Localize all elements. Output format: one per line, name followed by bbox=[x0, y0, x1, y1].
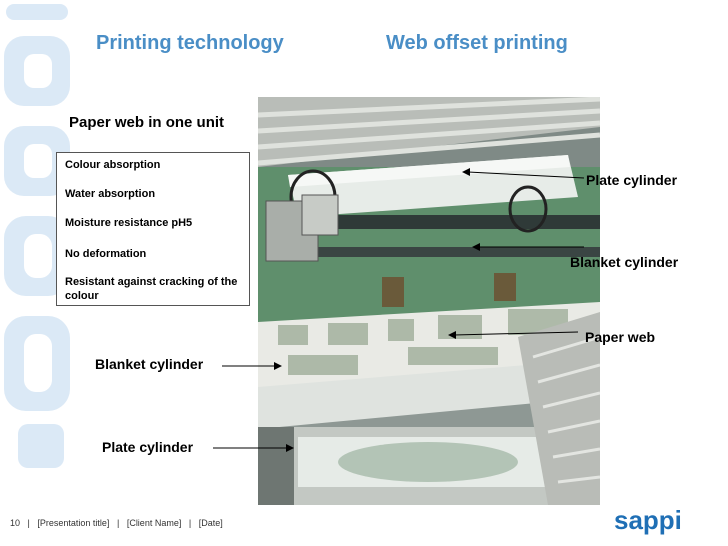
presentation-topic-title: Printing technology bbox=[96, 32, 284, 54]
property-moisture-resistance: Moisture resistance pH5 bbox=[65, 217, 193, 229]
slide-footer: 10 | [Presentation title] | [Client Name… bbox=[10, 518, 223, 528]
label-plate-cylinder-lower: Plate cylinder bbox=[102, 439, 194, 455]
footer-presentation-title: [Presentation title] bbox=[37, 518, 110, 528]
footer-separator: | bbox=[116, 518, 120, 528]
footer-separator: | bbox=[188, 518, 192, 528]
property-no-deformation: No deformation bbox=[65, 248, 147, 260]
page-number: 10 bbox=[10, 518, 21, 528]
slide-title: Web offset printing bbox=[386, 32, 568, 54]
footer-date: [Date] bbox=[198, 518, 223, 528]
label-plate-cylinder-upper: Plate cylinder bbox=[586, 172, 678, 188]
sappi-watermark bbox=[4, 4, 70, 468]
label-blanket-cylinder-upper: Blanket cylinder bbox=[570, 254, 679, 270]
property-water-absorption: Water absorption bbox=[65, 188, 156, 200]
property-colour-absorption: Colour absorption bbox=[65, 159, 161, 171]
section-subtitle: Paper web in one unit bbox=[69, 114, 225, 131]
label-blanket-cylinder-lower: Blanket cylinder bbox=[95, 356, 204, 372]
paper-properties-box: Colour absorption Water absorption Moist… bbox=[56, 152, 250, 306]
footer-separator: | bbox=[27, 518, 30, 528]
footer-client-name: [Client Name] bbox=[126, 518, 182, 528]
sappi-logo: sappi bbox=[614, 505, 682, 535]
printing-unit-photo bbox=[258, 97, 600, 505]
label-paper-web: Paper web bbox=[585, 329, 656, 345]
property-crack-resistance: Resistant against cracking of the colour bbox=[65, 276, 238, 302]
